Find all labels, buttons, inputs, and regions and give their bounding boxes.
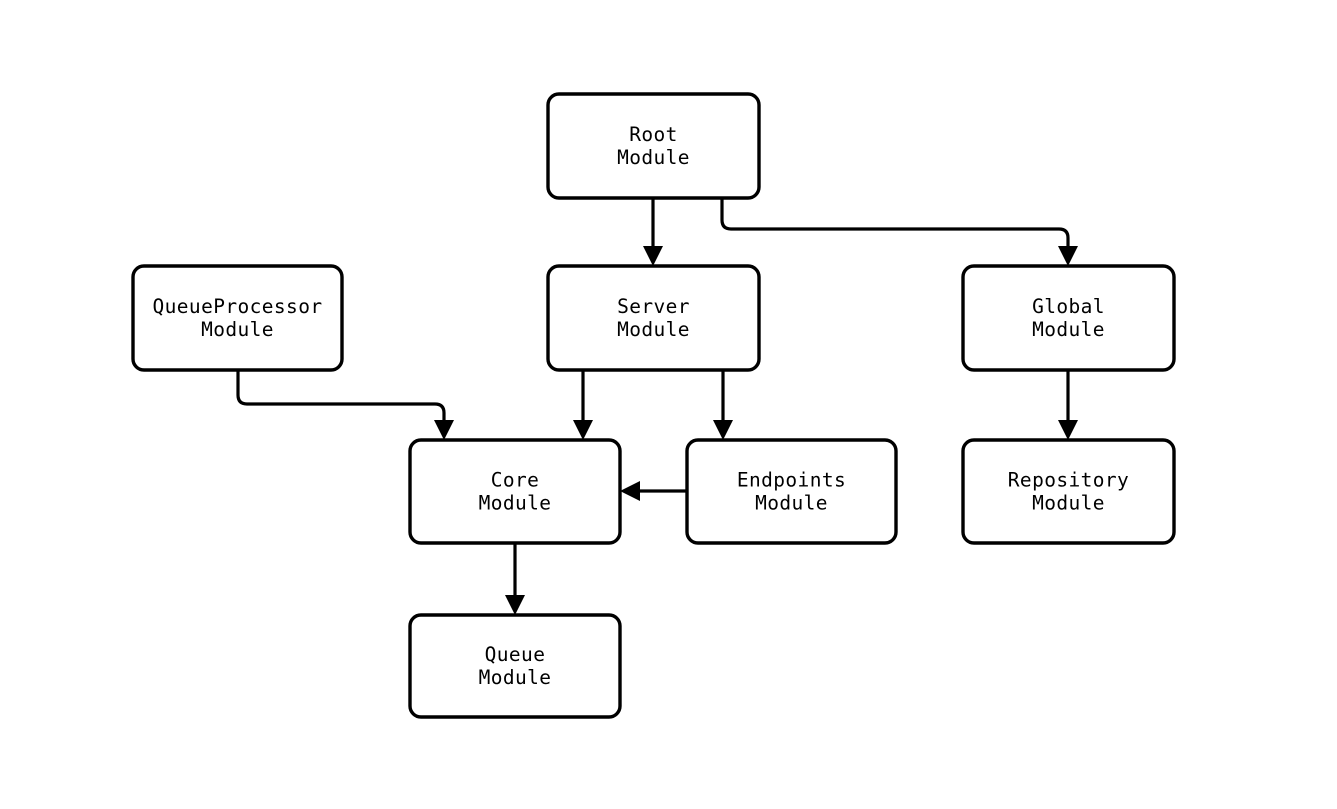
arrowhead-icon — [434, 420, 454, 440]
node-box[interactable] — [546, 264, 761, 372]
node-box[interactable] — [131, 264, 344, 372]
edge-line — [720, 198, 1070, 252]
node-label-line2: Module — [617, 146, 690, 169]
node-label-line2: Module — [755, 491, 828, 514]
node-label-line1: Queue — [485, 643, 546, 666]
node-label-line1: Endpoints — [737, 468, 846, 491]
edge-endpoints-core — [620, 481, 687, 501]
edge-line — [236, 370, 446, 426]
node-label-line2: Module — [1032, 491, 1105, 514]
arrowhead-icon — [713, 420, 733, 440]
node-label-line1: Repository — [1008, 468, 1129, 491]
edge-queueprocessor-core — [236, 370, 454, 440]
arrowhead-icon — [1058, 420, 1078, 440]
node-label-line1: Core — [491, 468, 540, 491]
node-label-line2: Module — [479, 491, 552, 514]
node-label-line1: Server — [617, 295, 690, 318]
edge-server-endpoints — [713, 370, 733, 440]
node-label-line2: Module — [617, 318, 690, 341]
node-box[interactable] — [408, 613, 622, 719]
node-box[interactable] — [685, 438, 898, 545]
node-label-line1: QueueProcessor — [153, 295, 323, 318]
node-label-line1: Global — [1032, 295, 1105, 318]
node-label-line2: Module — [201, 318, 274, 341]
arrowhead-icon — [643, 246, 663, 266]
arrowhead-icon — [620, 481, 640, 501]
node-label-line2: Module — [1032, 318, 1105, 341]
arrowhead-icon — [573, 420, 593, 440]
node-box[interactable] — [408, 438, 622, 545]
edge-global-repository — [1058, 370, 1078, 440]
node-box[interactable] — [546, 92, 761, 200]
edge-root-server — [643, 198, 663, 266]
edge-core-queue — [505, 543, 525, 615]
node-label-line1: Root — [629, 123, 678, 146]
node-box[interactable] — [961, 264, 1176, 372]
arrowhead-icon — [1058, 246, 1078, 266]
edge-root-global — [720, 198, 1078, 266]
edge-server-core — [573, 370, 593, 440]
arrowhead-icon — [505, 595, 525, 615]
edges-layer — [236, 198, 1078, 615]
node-label-line2: Module — [479, 666, 552, 689]
node-box[interactable] — [961, 438, 1176, 545]
